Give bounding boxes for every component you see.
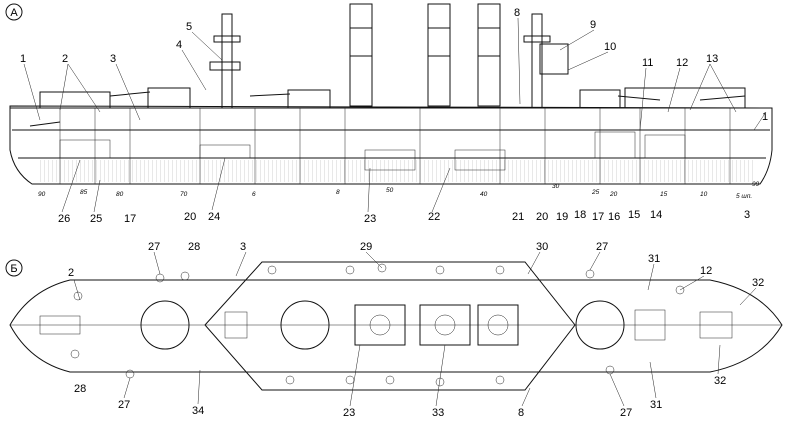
frame-40: 40: [480, 191, 488, 198]
callout-22: 22: [428, 211, 440, 223]
callout-25: 25: [90, 213, 102, 225]
aft-mast: [221, 13, 233, 109]
callout-13: 13: [706, 53, 718, 65]
callout-20b: 20: [184, 211, 196, 223]
callout-8: 8: [514, 7, 520, 19]
masts: [209, 13, 569, 109]
frame-10: 10: [700, 191, 708, 198]
callout-p34: 34: [192, 405, 204, 417]
callout-4: 4: [176, 39, 182, 51]
callout-3: 3: [110, 53, 116, 65]
callout-p27a: 27: [148, 241, 160, 253]
callout-3b: 3: [744, 209, 750, 221]
callout-11: 11: [642, 57, 653, 69]
callout-20: 20: [536, 211, 548, 223]
callout-p3: 3: [240, 241, 246, 253]
forward-superstructure: [624, 87, 746, 109]
callout-23: 23: [364, 213, 376, 225]
callout-1: 1: [20, 53, 26, 65]
panel-label-b: Б: [5, 259, 23, 277]
fwd-barbette: [575, 300, 625, 350]
callout-19: 19: [556, 211, 568, 223]
deck-outline: [9, 279, 783, 373]
profile-leader-lines: [23, 17, 767, 213]
callout-14: 14: [650, 209, 662, 221]
frame-30: 30: [552, 183, 560, 190]
funnel-3: [477, 3, 501, 107]
callout-p12: 12: [700, 265, 712, 277]
funnel-2: [427, 3, 451, 107]
callout-10: 10: [604, 41, 616, 53]
frame-6: 6: [252, 191, 256, 198]
callout-p27b: 27: [118, 399, 130, 411]
frame-8: 8: [336, 189, 340, 196]
callout-9: 9: [590, 19, 596, 31]
plan-view: Б 2: [5, 241, 783, 419]
callout-17: 17: [592, 211, 604, 223]
callout-2: 2: [62, 53, 68, 65]
callout-p8: 8: [518, 407, 524, 419]
deck-fittings: [39, 263, 733, 387]
frame-25: 25: [591, 189, 600, 196]
frame-99: 99: [752, 181, 760, 188]
frame-90: 90: [38, 191, 46, 198]
plan-callouts: 2 3 8 12 23 27 27 27 27 28 28 29 30 31 3…: [68, 241, 764, 419]
frame-50: 50: [386, 187, 394, 194]
bulkheads: [59, 108, 731, 184]
callout-p30: 30: [536, 241, 548, 253]
aft-superstructure: [39, 91, 111, 109]
frame-5: 5 шп.: [736, 193, 752, 200]
aft-barbette: [140, 300, 190, 350]
callout-24: 24: [208, 211, 220, 223]
plan-leader-lines: [73, 251, 757, 407]
callout-21: 21: [512, 211, 524, 223]
callout-p32a: 32: [752, 277, 764, 289]
callout-p31a: 31: [648, 253, 660, 265]
callout-15: 15: [628, 209, 640, 221]
callout-12: 12: [676, 57, 688, 69]
gun-mounts-profile: [29, 87, 746, 127]
callout-p27d: 27: [620, 407, 632, 419]
callout-5: 5: [186, 21, 192, 33]
callout-p33: 33: [432, 407, 444, 419]
frame-20: 20: [609, 191, 618, 198]
callout-18: 18: [574, 209, 586, 221]
callout-16: 16: [608, 211, 620, 223]
frame-85: 85: [80, 189, 88, 196]
frame-labels: 90 85 80 70 6 8 50 40 30 25 20 15 10 5 ш…: [38, 181, 760, 200]
panel-label-a-text: А: [10, 7, 18, 19]
callout-1b: 1: [762, 111, 768, 123]
frame-70: 70: [180, 191, 188, 198]
mid-barbette: [280, 300, 330, 350]
frame-80: 80: [116, 191, 124, 198]
callout-p27c: 27: [596, 241, 608, 253]
hull-hatching: [40, 160, 755, 182]
callout-p23: 23: [343, 407, 355, 419]
barbettes: [140, 300, 625, 350]
panel-label-a: А: [5, 3, 23, 21]
funnels: [349, 3, 501, 107]
callout-p28a: 28: [188, 241, 200, 253]
callout-p2: 2: [68, 267, 74, 279]
funnel-1: [349, 3, 373, 107]
callout-p29: 29: [360, 241, 372, 253]
frame-15: 15: [660, 191, 668, 198]
panel-label-b-text: Б: [10, 263, 17, 275]
callout-p28b: 28: [74, 383, 86, 395]
callout-p32b: 32: [714, 375, 726, 387]
fore-mast: [531, 13, 543, 109]
profile-callouts: 1 2 3 4 5 8 9 10 11 12 13 1 14 15 16 17 …: [20, 7, 768, 225]
profile-view: А: [5, 3, 773, 225]
callout-26: 26: [58, 213, 70, 225]
callout-17b: 17: [124, 213, 136, 225]
callout-p31b: 31: [650, 399, 662, 411]
